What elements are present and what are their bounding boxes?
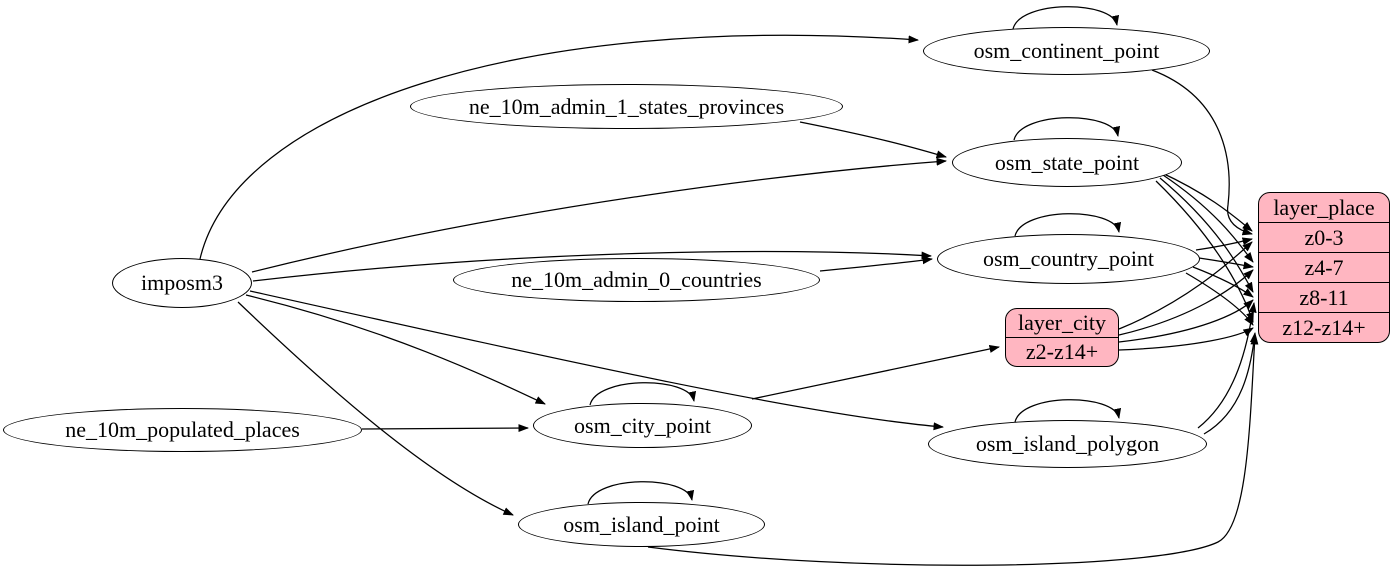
edge-imposm3-osm-country-point (252, 250, 932, 282)
edge-state-z4-7 (1162, 174, 1254, 263)
edge-continent-z0-3 (1151, 69, 1253, 236)
edge-nepop-osm-city-point (361, 424, 529, 433)
table-layer-place: layer_place z0-3 z4-7 z8-11 z12-z14+ (1258, 192, 1390, 343)
edge-state-z8-11 (1159, 177, 1254, 293)
node-imposm3: imposm3 (112, 258, 252, 308)
table-row-z2-z14: z2-z14+ (1006, 337, 1118, 366)
edge-layercity-z0-3 (1118, 241, 1253, 330)
node-osm-continent-point: osm_continent_point (923, 27, 1210, 75)
table-row-z0-3: z0-3 (1259, 222, 1389, 252)
node-ne-10m-admin-0-countries: ne_10m_admin_0_countries (453, 258, 820, 302)
edge-state-z0-3 (1159, 171, 1253, 232)
edge-country-z12-z14 (1185, 272, 1254, 326)
edge-imposm3-osm-island-polygon (249, 290, 944, 431)
table-row-z4-7: z4-7 (1259, 252, 1389, 282)
node-ne-10m-populated-places: ne_10m_populated_places (3, 408, 362, 452)
table-layer-city-title: layer_city (1018, 310, 1106, 335)
selfloop-osm-island-point (587, 481, 695, 505)
node-osm-state-point: osm_state_point (952, 138, 1182, 187)
edge-layercity-z12-z14 (1118, 327, 1254, 351)
node-osm-country-point: osm_country_point (937, 234, 1200, 284)
edge-imposm3-osm-city-point (245, 294, 546, 405)
edge-imposm3-osm-state-point (251, 157, 947, 273)
table-row-z12-z14: z12-z14+ (1259, 312, 1389, 342)
selfloop-osm-island-polygon (1014, 399, 1122, 423)
edge-ne1-osm-state-point (799, 121, 947, 159)
edge-country-z0-3 (1195, 237, 1253, 251)
edge-layercity-z8-11 (1118, 299, 1254, 343)
node-ne-10m-admin-1-states-provinces: ne_10m_admin_1_states_provinces (410, 84, 843, 129)
edge-country-z8-11 (1192, 266, 1254, 298)
table-layer-place-title: layer_place (1273, 194, 1375, 220)
edge-islandpoint-z12-z14 (647, 334, 1259, 566)
edge-imposm3-osm-island-point (237, 301, 514, 516)
edge-city-layer-city (751, 345, 1000, 400)
selfloop-osm-continent-point (1012, 6, 1120, 30)
edge-ne0-osm-country-point (819, 256, 933, 272)
selfloop-osm-country-point (1014, 213, 1122, 237)
edge-islandpolygon-z12-z14 (1203, 332, 1258, 435)
edge-islandpolygon-z8-11 (1197, 302, 1257, 429)
edge-country-z4-7 (1198, 257, 1254, 270)
node-osm-city-point: osm_city_point (533, 403, 752, 448)
table-layer-city: layer_city z2-z14+ (1005, 308, 1119, 367)
node-osm-island-point: osm_island_point (518, 502, 765, 547)
selfloop-osm-state-point (1013, 117, 1121, 141)
edge-layercity-z4-7 (1118, 269, 1254, 336)
table-row-z8-11: z8-11 (1259, 282, 1389, 312)
selfloop-osm-city-point (589, 382, 697, 406)
node-osm-island-polygon: osm_island_polygon (928, 420, 1207, 468)
edge-imposm3-osm-continent-point (199, 34, 919, 260)
